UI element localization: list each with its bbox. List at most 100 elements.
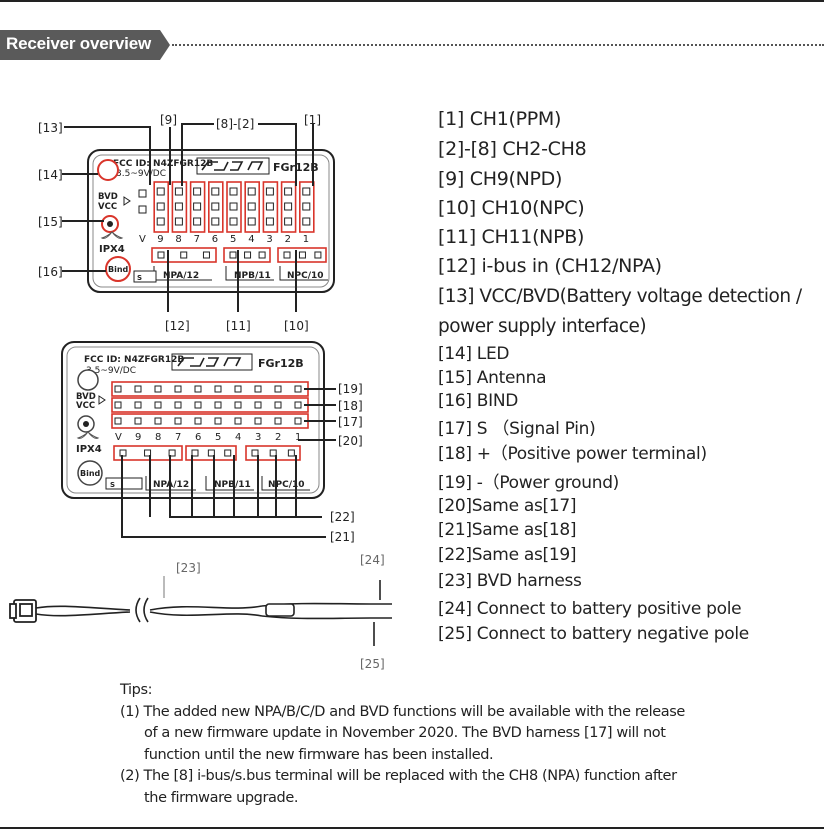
pin — [191, 449, 199, 457]
legend-item-16: [21]Same as[18] — [438, 520, 577, 540]
section-title: Receiver overview — [6, 34, 151, 53]
callout-12: [12] — [165, 319, 190, 333]
pin — [274, 417, 282, 425]
pin-column — [208, 181, 224, 233]
led-indicator-bottom — [77, 369, 99, 391]
pin — [174, 187, 183, 196]
tips-heading: Tips: — [120, 682, 153, 698]
pin — [207, 449, 215, 457]
legend-item-11: [16] BIND — [438, 391, 519, 411]
bind-button-top — [105, 256, 131, 282]
callout-22: [22] — [330, 510, 355, 524]
bind-label-bottom: Bind — [80, 469, 101, 478]
callout-8-2: [8]-[2] — [216, 117, 254, 131]
legend-item-1: [1] CH1(PPM) — [438, 108, 562, 130]
pin — [229, 202, 238, 211]
callout-18: [18] — [338, 399, 363, 413]
pin — [174, 217, 183, 226]
pin — [174, 401, 182, 409]
legend-item-12: [17] S （Signal Pin) — [438, 419, 596, 439]
pin-label: 2 — [285, 234, 291, 245]
pin — [294, 385, 302, 393]
tip-2-line-2: the firmware upgrade. — [144, 789, 299, 806]
tip-2-line-1: (2) The [8] i-bus/s.bus terminal will be… — [120, 768, 677, 784]
bus-port — [245, 445, 301, 461]
pin — [134, 417, 142, 425]
pin-label: 1 — [303, 234, 309, 245]
pin — [138, 205, 147, 214]
pin — [180, 251, 188, 259]
ipx-label-bottom: IPX4 — [76, 444, 102, 455]
tip-1-line-2: of a new firmware update in November 202… — [144, 725, 666, 741]
svg-text:S: S — [137, 274, 142, 282]
callout-17: [17] — [338, 415, 363, 429]
fcc-id-top: FCC ID: N4ZFGR12B — [113, 159, 213, 169]
pin — [114, 385, 122, 393]
pin-column — [298, 181, 315, 233]
bus-brackets-bottom — [145, 476, 310, 491]
pin — [156, 187, 165, 196]
callout-19: [19] — [338, 382, 363, 396]
pin-column — [171, 181, 188, 233]
pin — [258, 251, 266, 259]
bus-port — [151, 247, 217, 263]
pin — [314, 251, 322, 259]
pin — [302, 187, 311, 196]
vcc-label-bottom: VCC — [76, 401, 95, 411]
pin-label: 9 — [135, 432, 141, 443]
legend-item-13: [18] +（Positive power terminal) — [438, 444, 707, 464]
section-header: Receiver overview — [0, 30, 170, 60]
pin — [114, 401, 122, 409]
pin-label: 1 — [295, 432, 301, 443]
tips-section: Tips: (1) The added new NPA/B/C/D and BV… — [120, 680, 760, 809]
pin — [234, 417, 242, 425]
pin-label: 6 — [195, 432, 201, 443]
pin — [194, 385, 202, 393]
pin — [138, 189, 147, 198]
callout-23: [23] — [176, 561, 201, 575]
pin — [193, 187, 202, 196]
regulator-chip-bottom: S — [105, 477, 143, 490]
pin — [194, 401, 202, 409]
bus-npc-top: NPC/10 — [287, 271, 324, 281]
pin-label: 4 — [235, 432, 241, 443]
top-rule — [0, 0, 824, 2]
pin — [283, 251, 291, 259]
pin — [251, 449, 259, 457]
pin — [154, 417, 162, 425]
pin — [211, 202, 220, 211]
pin — [202, 251, 210, 259]
pin — [247, 202, 256, 211]
bottom-rule — [0, 827, 824, 829]
legend-item-20: [25] Connect to battery negative pole — [438, 624, 749, 644]
bus-npb-top: NPB/11 — [234, 271, 271, 281]
pin-column — [153, 181, 169, 233]
bus-npa-bottom: NPA/12 — [153, 480, 189, 490]
pin — [174, 385, 182, 393]
section-dotted-rule — [172, 44, 824, 46]
bvd-label-top: BVD — [98, 192, 118, 202]
voltage-bottom: 3.5~9V/DC — [86, 366, 136, 376]
vcc-label-top: VCC — [98, 202, 117, 212]
bus-npb-bottom: NPB/11 — [214, 480, 251, 490]
legend-item-2: [2]-[8] CH2-CH8 — [438, 138, 587, 160]
pin — [156, 202, 165, 211]
pin — [114, 417, 122, 425]
pin — [274, 401, 282, 409]
callout-9: [9] — [160, 113, 177, 127]
pin — [229, 251, 237, 259]
legend-item-3: [9] CH9(NPD) — [438, 168, 563, 190]
pin — [194, 417, 202, 425]
pin — [144, 449, 152, 457]
fcc-id-bottom: FCC ID: N4ZFGR12B — [84, 355, 184, 365]
legend-item-5: [11] CH11(NPB) — [438, 226, 585, 248]
bus-npc-bottom: NPC/10 — [268, 480, 305, 490]
bvd-label-bottom: BVD — [76, 392, 96, 402]
pin — [265, 187, 274, 196]
pin — [284, 202, 293, 211]
legend-item-6: [12] i-bus in (CH12/NPA) — [438, 255, 662, 277]
receiver-top: FCC ID: N4ZFGR12B 3.5~9V/DC FGr12B BVD V… — [87, 149, 335, 293]
legend-item-9: [14] LED — [438, 344, 510, 364]
pin — [287, 449, 295, 457]
